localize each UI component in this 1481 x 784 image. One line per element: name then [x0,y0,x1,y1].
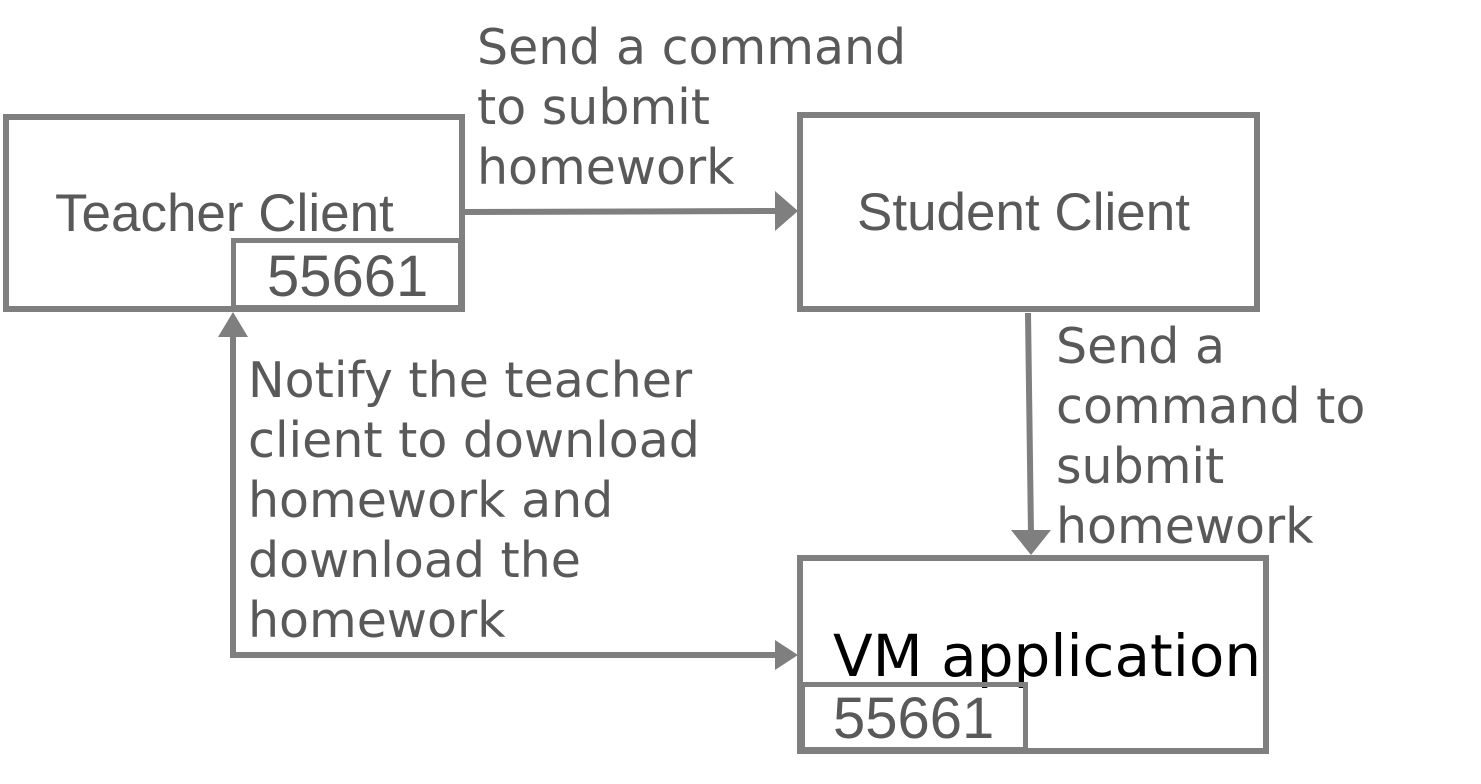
arrow-teacher-to-student-line [461,208,779,215]
vm-application-port-label: 55661 [833,686,995,751]
arrow-vm-to-teacher-end-head [775,640,798,670]
edge-label-student-to-vm: Send a command to submit homework [1056,318,1366,555]
arrow-teacher-to-student-head [775,191,798,231]
teacher-client-label: Teacher Client [55,184,394,243]
student-client-box [797,112,1260,312]
arrow-student-to-vm-line [1025,312,1034,536]
arrow-vm-to-teacher-head [218,312,248,337]
vm-application-port-box [800,682,1028,752]
teacher-client-port-box [231,238,463,310]
vm-application-label: VM application [833,622,1262,690]
edge-label-vm-to-teacher: Notify the teacher client to download ho… [248,352,700,649]
arrow-student-to-vm-head [1011,530,1051,555]
vm-application-box [797,555,1269,754]
arrow-vm-to-teacher-line [230,332,778,658]
edge-label-teacher-to-student: Send a command to submit homework [477,19,907,196]
student-client-label: Student Client [857,183,1190,242]
teacher-client-port-label: 55661 [267,244,429,309]
